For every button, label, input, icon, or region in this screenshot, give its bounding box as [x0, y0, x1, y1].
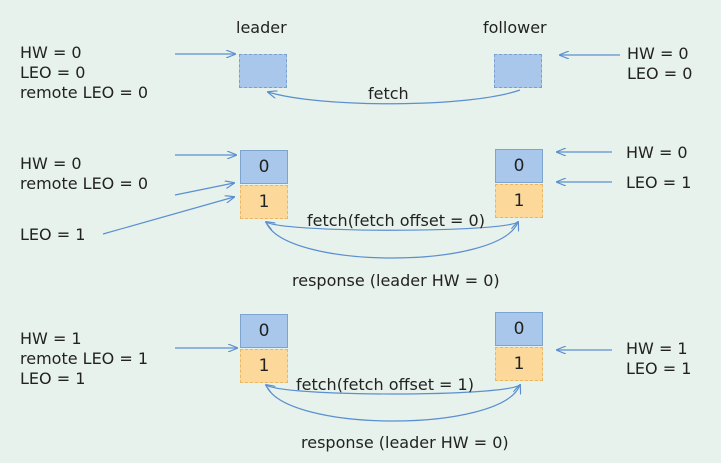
s2-leader-log-1: 1 [240, 185, 288, 219]
s3-leader-state: HW = 1 remote LEO = 1 LEO = 1 [20, 329, 149, 388]
s2-follower-leo: LEO = 1 [626, 173, 692, 192]
fetch-curve-s3 [266, 385, 521, 395]
s1-fetch-label: fetch [368, 84, 409, 103]
s3-follower-log-0: 0 [495, 312, 543, 346]
fetch-curve-s1 [268, 89, 521, 105]
s2-response-label: response (leader HW = 0) [292, 271, 500, 290]
s3-follower-log-1: 1 [495, 347, 543, 381]
response-curve-s3 [265, 385, 520, 422]
s2-follower-hw: HW = 0 [626, 143, 688, 162]
arrow-s2-leader-leo [102, 197, 234, 235]
s1-follower-log-empty [494, 54, 542, 88]
s3-follower-state: HW = 1 LEO = 1 [626, 339, 692, 378]
response-curve-s2 [265, 222, 518, 259]
s3-fetch-label: fetch(fetch offset = 1) [296, 375, 474, 394]
s2-leader-log-0: 0 [240, 150, 288, 184]
s1-leader-log-empty [239, 54, 287, 88]
fetch-curve-s2 [266, 222, 519, 231]
s2-leader-leo: LEO = 1 [20, 225, 86, 244]
s2-follower-log-0: 0 [495, 149, 543, 183]
s1-leader-state: HW = 0 LEO = 0 remote LEO = 0 [20, 43, 149, 102]
s3-leader-log-1: 1 [240, 349, 288, 383]
leader-header: leader [236, 18, 287, 37]
follower-header: follower [483, 18, 547, 37]
s3-response-label: response (leader HW = 0) [301, 433, 509, 452]
s1-follower-state: HW = 0 LEO = 0 [627, 44, 693, 83]
arrow-s2-leader-remote [174, 183, 234, 196]
s2-follower-log-1: 1 [495, 184, 543, 218]
s2-leader-state: HW = 0 remote LEO = 0 [20, 154, 149, 193]
s3-leader-log-0: 0 [240, 314, 288, 348]
s2-fetch-label: fetch(fetch offset = 0) [307, 211, 485, 230]
